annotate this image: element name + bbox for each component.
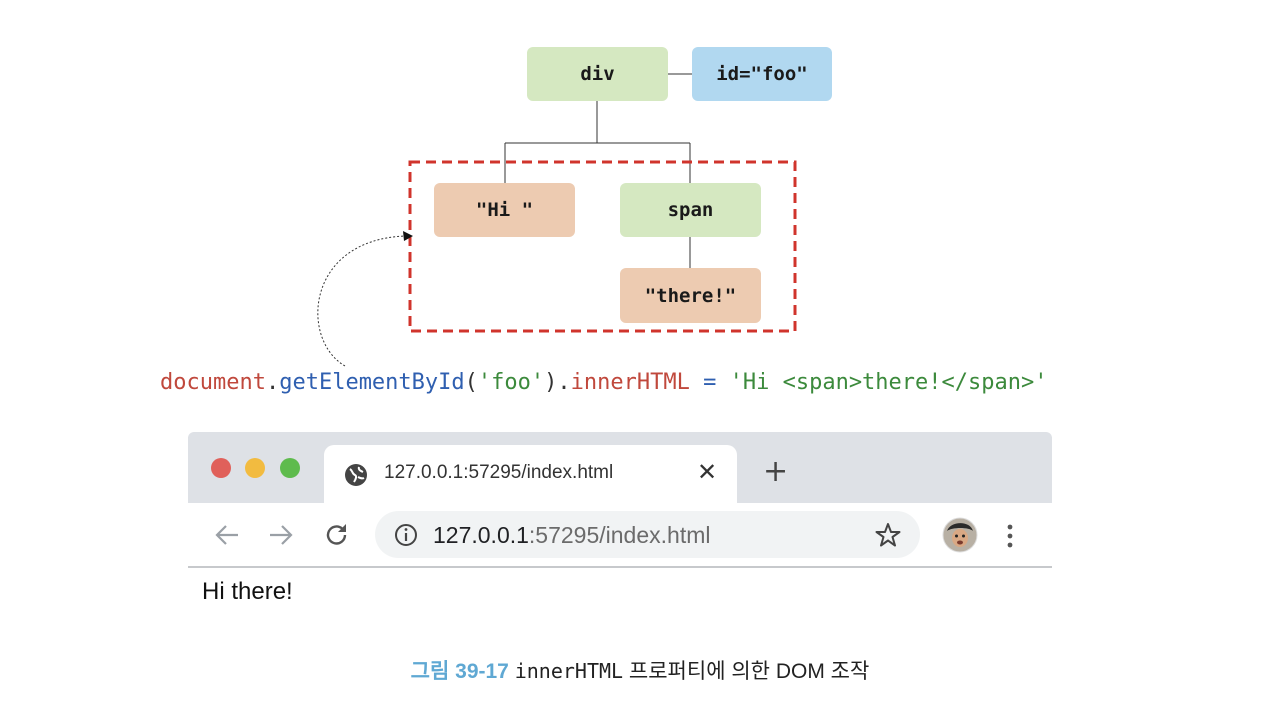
url-path: :57295/index.html: [528, 522, 711, 548]
star-icon[interactable]: [875, 522, 901, 548]
span-node: span: [620, 183, 761, 237]
id-attribute-node: id="foo": [692, 47, 832, 101]
caption-text: 프로퍼티에 의한 DOM 조작: [628, 660, 870, 683]
close-icon[interactable]: ✕: [697, 458, 718, 486]
reload-icon[interactable]: [324, 522, 350, 548]
div-node: div: [527, 47, 668, 101]
code-property: innerHTML: [570, 370, 690, 395]
page-content: Hi there!: [202, 578, 293, 605]
hi-text-node: "Hi ": [434, 183, 575, 237]
browser-window: 127.0.0.1:57295/index.html ✕ + 127.0.0.1…: [188, 432, 1052, 632]
forward-arrow-icon[interactable]: [268, 523, 294, 547]
tree-connectors: [317, 73, 797, 367]
menu-dots-icon[interactable]: [1005, 523, 1015, 549]
code-value: 'Hi <span>there!</span>': [729, 370, 1048, 395]
close-window-button[interactable]: [211, 458, 231, 478]
figure-number: 그림 39-17: [410, 660, 509, 683]
tab-bar: 127.0.0.1:57295/index.html ✕ +: [188, 432, 1052, 503]
there-text-node: "there!": [620, 268, 761, 323]
info-icon[interactable]: [394, 523, 418, 547]
selection-box: [408, 160, 797, 333]
arrowhead: [403, 231, 413, 241]
code-dot: .: [265, 370, 280, 395]
toolbar: 127.0.0.1:57295/index.html: [188, 503, 1052, 568]
dom-tree-diagram: div id="foo" "Hi " span "there!": [317, 47, 832, 367]
tab-title: 127.0.0.1:57295/index.html: [384, 462, 614, 483]
code-object: document: [160, 370, 266, 395]
caption-code-term: innerHTML: [514, 659, 624, 683]
figure-caption: 그림 39-17 innerHTML 프로퍼티에 의한 DOM 조작: [0, 655, 1280, 685]
code-method: getElementById: [279, 370, 465, 395]
url-host: 127.0.0.1: [433, 522, 529, 548]
code-line: document.getElementById('foo').innerHTML…: [160, 370, 1048, 395]
code-paren-open: (: [464, 370, 478, 395]
new-tab-button[interactable]: +: [763, 454, 789, 489]
code-arg: 'foo': [477, 370, 545, 395]
url-text: 127.0.0.1:57295/index.html: [433, 522, 711, 549]
minimize-window-button[interactable]: [245, 458, 265, 478]
address-bar[interactable]: 127.0.0.1:57295/index.html: [375, 511, 920, 558]
code-paren-close: ).: [544, 370, 571, 395]
curved-arrow: [317, 235, 406, 367]
back-arrow-icon[interactable]: [214, 523, 240, 547]
code-equals: =: [689, 370, 730, 395]
globe-icon: [345, 464, 367, 486]
avatar[interactable]: [942, 517, 978, 553]
browser-tab[interactable]: 127.0.0.1:57295/index.html ✕: [324, 445, 737, 503]
maximize-window-button[interactable]: [280, 458, 300, 478]
